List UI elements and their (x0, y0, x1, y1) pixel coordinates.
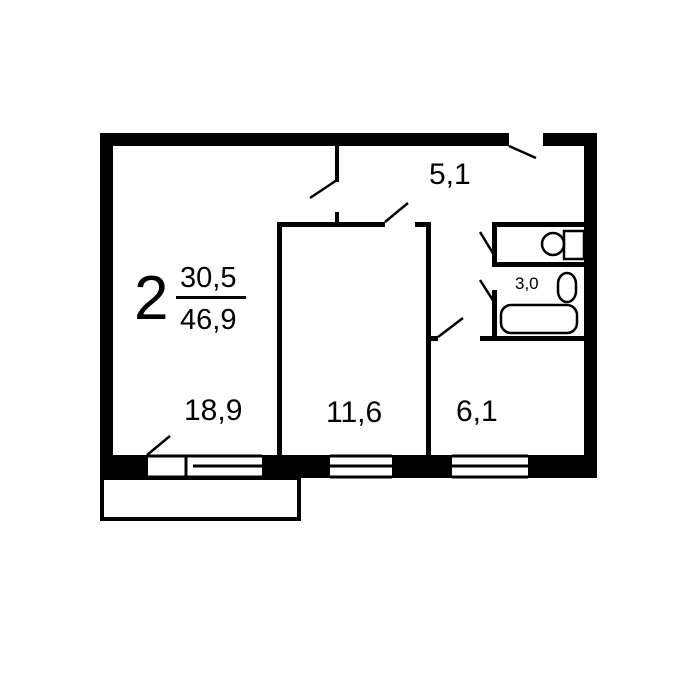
fraction-line (176, 296, 246, 299)
room-area-living-room: 18,9 (184, 394, 243, 427)
outer-walls (100, 133, 597, 478)
rooms-count: 2 (134, 264, 169, 333)
room-area-kitchen: 6,1 (456, 395, 498, 428)
bathtub-icon (499, 303, 579, 335)
room-area-bedroom: 11,6 (326, 396, 383, 429)
room-area-hallway: 5,1 (429, 158, 471, 191)
toilet-tank-icon (562, 229, 586, 261)
living-area: 30,5 (180, 262, 237, 294)
door-swings (146, 144, 537, 456)
toilet-icon (556, 271, 578, 304)
balcony (100, 476, 301, 521)
windows (148, 454, 528, 479)
sink-icon (540, 231, 566, 257)
total-area: 46,9 (180, 304, 237, 336)
bathroom-fixtures (499, 229, 586, 335)
room-area-bathroom: 3,0 (515, 274, 539, 293)
interior-walls (277, 146, 584, 458)
